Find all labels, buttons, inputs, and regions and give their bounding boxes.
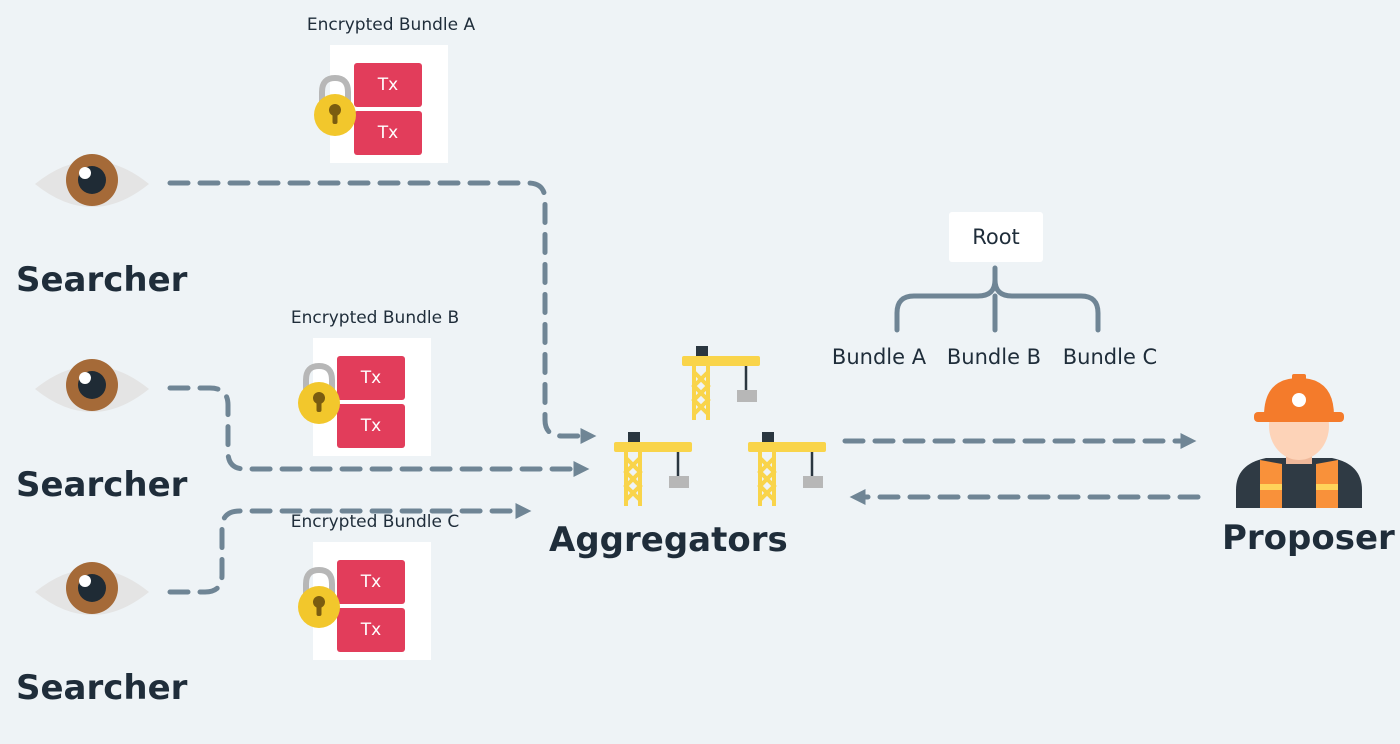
tx-box: Tx [337, 356, 405, 400]
tx-box: Tx [354, 111, 422, 155]
crane-icon [748, 432, 826, 506]
worker-icon [1236, 374, 1362, 508]
arrow-searcher-b-to-aggregators [167, 385, 590, 478]
root-node: Root [949, 212, 1043, 262]
tx-box: Tx [354, 63, 422, 107]
tx-box: Tx [337, 608, 405, 652]
encrypted-bundle-card: Tx Tx [330, 45, 448, 163]
lock-icon [298, 566, 340, 628]
eye-icon [35, 562, 149, 615]
bundle-title: Encrypted Bundle A [306, 15, 476, 35]
searcher-label: Searcher [16, 668, 188, 708]
eye-icon [35, 154, 149, 207]
searcher-label: Searcher [16, 260, 188, 300]
bundle-leaf-label: Bundle C [1062, 345, 1158, 369]
aggregators-label: Aggregators [549, 520, 788, 560]
bundle-leaf-label: Bundle A [831, 345, 927, 369]
tx-box: Tx [337, 404, 405, 448]
searcher-label: Searcher [16, 465, 188, 505]
bundle-title: Encrypted Bundle C [290, 512, 460, 532]
proposer-label: Proposer [1222, 518, 1395, 558]
eye-icon [35, 359, 149, 412]
lock-icon [298, 362, 340, 424]
crane-icon [682, 346, 760, 420]
lock-icon [314, 74, 356, 136]
tx-box: Tx [337, 560, 405, 604]
arrow-searcher-a-to-aggregators [167, 180, 597, 445]
tree-bracket [894, 265, 1101, 333]
arrow-searcher-c-to-aggregators [167, 502, 532, 595]
bundle-title: Encrypted Bundle B [290, 308, 460, 328]
crane-icon [614, 432, 692, 506]
bundle-leaf-label: Bundle B [946, 345, 1042, 369]
